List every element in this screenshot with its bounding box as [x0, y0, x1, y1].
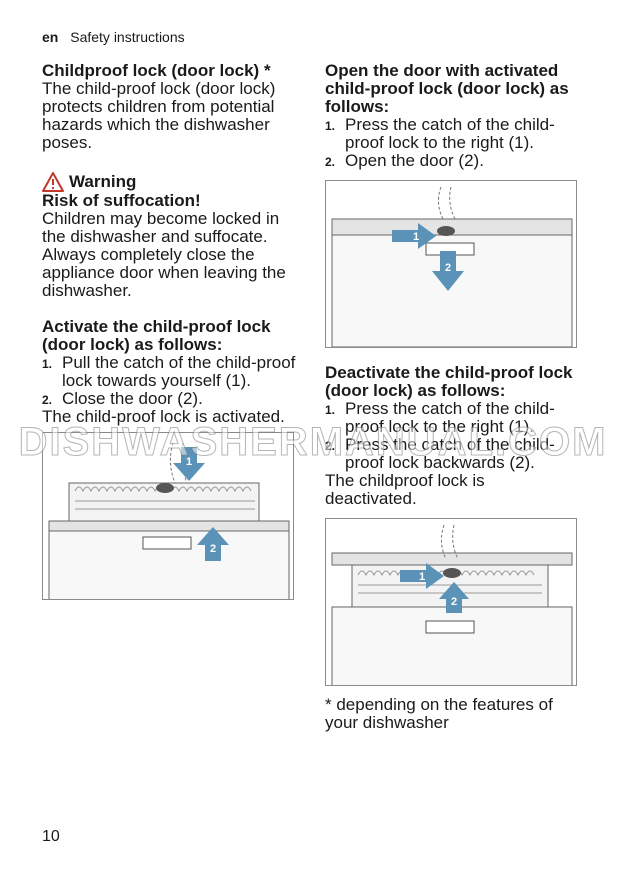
right-column: Open the door with activated child-proof…	[325, 62, 580, 732]
arrow-label: 1	[413, 231, 419, 243]
childproof-lock-intro: The child-proof lock (door lock) protect…	[42, 79, 276, 152]
arrow-label: 2	[451, 596, 457, 608]
childproof-lock-heading: Childproof lock (door lock) *	[42, 61, 271, 80]
arrow-label: 1	[419, 571, 425, 583]
open-door-step: 1.Press the catch of the child-proof loc…	[325, 115, 555, 152]
warning-heading: Warning	[42, 172, 300, 192]
activate-figure: 1 2	[42, 432, 294, 600]
arrow-up-2: 2	[197, 527, 229, 561]
arrow-right-1: 1	[392, 223, 436, 249]
arrow-right-1: 1	[400, 563, 444, 589]
activate-result: The child-proof lock is activated.	[42, 407, 285, 426]
deactivate-step: 1.Press the catch of the child-proof loc…	[325, 399, 555, 436]
arrow-label: 1	[186, 456, 192, 468]
warning-title: Risk of suffocation!	[42, 191, 201, 210]
arrow-label: 2	[210, 543, 216, 555]
open-door-heading: Open the door with activated child-proof…	[325, 61, 569, 116]
arrow-label: 2	[445, 262, 451, 274]
section-title: Safety instructions	[70, 29, 185, 45]
deactivate-figure: 1 2	[325, 518, 577, 686]
activate-heading: Activate the child-proof lock (door lock…	[42, 317, 271, 354]
activate-step: 1.Pull the catch of the child-proof lock…	[42, 353, 296, 390]
deactivate-step: 2.Press the catch of the child-proof loc…	[325, 435, 555, 472]
open-door-figure: 1 2	[325, 180, 577, 348]
page-number: 10	[42, 828, 60, 845]
arrow-down-1: 1	[173, 447, 205, 481]
left-column: Childproof lock (door lock) * The child-…	[42, 62, 300, 600]
warning-text: Children may become locked in the dishwa…	[42, 209, 286, 300]
page-header: en Safety instructions	[42, 29, 185, 45]
warning-icon	[42, 172, 64, 192]
deactivate-heading: Deactivate the child-proof lock (door lo…	[325, 363, 573, 400]
open-door-step: 2.Open the door (2).	[325, 151, 484, 170]
language-code: en	[42, 29, 59, 45]
arrow-up-2: 2	[439, 582, 469, 613]
activate-steps: 1.Pull the catch of the child-proof lock…	[42, 354, 300, 408]
arrow-down-2: 2	[432, 251, 464, 291]
activate-illustration	[48, 442, 290, 599]
activate-step: 2.Close the door (2).	[42, 389, 203, 408]
footnote: * depending on the features of your dish…	[325, 695, 553, 732]
warning-label: Warning	[69, 172, 137, 191]
deactivate-steps: 1.Press the catch of the child-proof loc…	[325, 400, 580, 472]
open-door-steps: 1.Press the catch of the child-proof loc…	[325, 116, 580, 170]
deactivate-result: The childproof lock is deactivated.	[325, 471, 485, 508]
